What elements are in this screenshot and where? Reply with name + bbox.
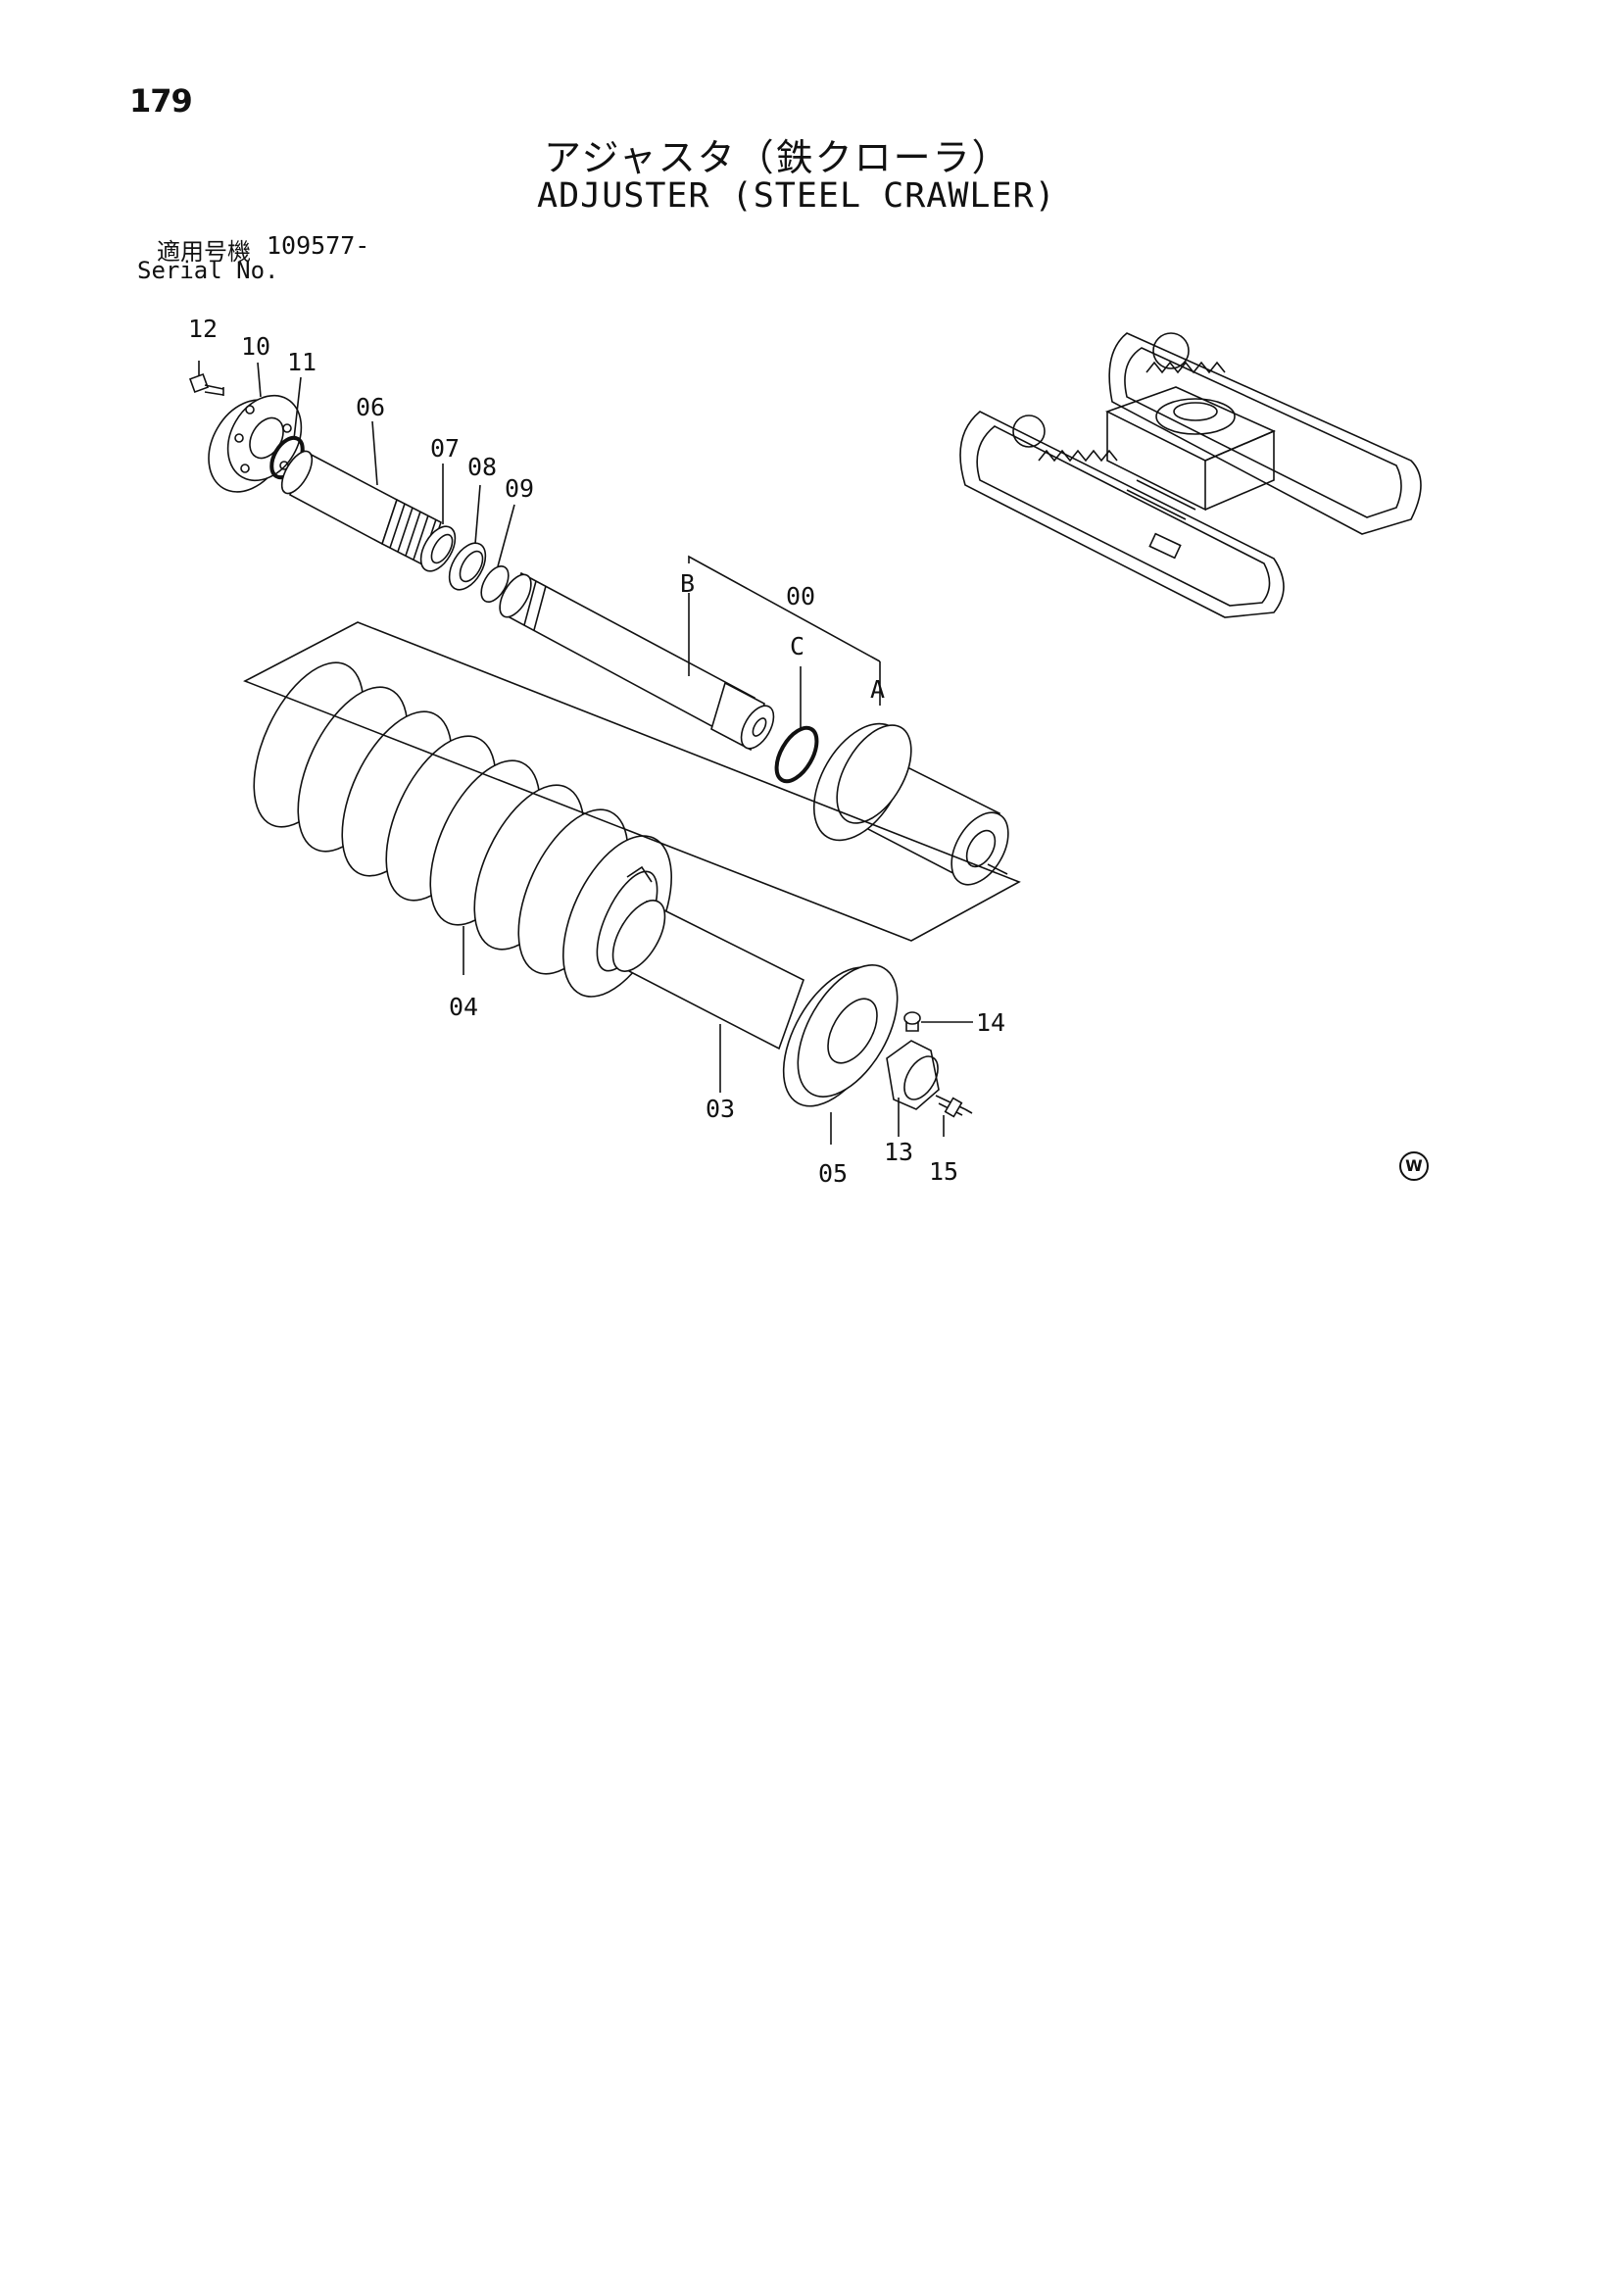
leader-lines bbox=[198, 361, 973, 1145]
callout-labels: 12 10 11 06 07 08 09 B 00 C A 04 14 03 1… bbox=[188, 315, 1005, 1188]
part-06-rod bbox=[280, 449, 442, 568]
label-b: B bbox=[680, 569, 695, 598]
part-c-o-ring bbox=[774, 725, 819, 784]
page-title-japanese: アジャスタ（鉄クローラ） bbox=[544, 136, 1011, 179]
part-05-plate bbox=[782, 964, 899, 1107]
label-a: A bbox=[870, 675, 885, 704]
machine-overview-illustration bbox=[959, 332, 1422, 618]
label-04: 04 bbox=[449, 993, 478, 1021]
part-07-seal bbox=[419, 525, 457, 572]
part-04-spring bbox=[253, 661, 672, 998]
label-15: 15 bbox=[929, 1157, 958, 1186]
part-03-guide-rod bbox=[611, 900, 804, 1050]
page-number: 179 bbox=[129, 82, 193, 120]
label-09: 09 bbox=[505, 474, 534, 503]
label-00: 00 bbox=[786, 582, 815, 611]
serial-label-japanese: 適用号機 bbox=[157, 238, 251, 266]
label-10: 10 bbox=[241, 332, 270, 361]
label-07: 07 bbox=[430, 434, 460, 463]
label-14: 14 bbox=[976, 1008, 1005, 1037]
part-09-snap-ring bbox=[480, 565, 510, 603]
label-11: 11 bbox=[287, 348, 317, 376]
part-14-plug bbox=[903, 1011, 921, 1032]
part-13-nut bbox=[886, 1040, 940, 1110]
part-15-grease-fitting bbox=[935, 1095, 973, 1118]
w-mark-symbol: W bbox=[1399, 1151, 1429, 1181]
page-title-english: ADJUSTER (STEEL CRAWLER) bbox=[537, 176, 1056, 216]
part-a-cylinder-body bbox=[812, 722, 1009, 886]
label-03: 03 bbox=[706, 1095, 735, 1123]
assembly-boundary bbox=[243, 621, 1021, 942]
group-00-bracket bbox=[688, 555, 881, 730]
serial-number-value: 109577- bbox=[267, 231, 370, 260]
label-05: 05 bbox=[818, 1159, 848, 1188]
label-06: 06 bbox=[356, 393, 385, 421]
serial-label-english: Serial No. bbox=[137, 257, 279, 284]
label-13: 13 bbox=[884, 1138, 913, 1166]
part-08-ring bbox=[448, 542, 487, 591]
label-c: C bbox=[790, 632, 804, 660]
label-08: 08 bbox=[467, 453, 497, 481]
part-b-cylinder bbox=[499, 571, 775, 752]
part-10-flange bbox=[208, 394, 303, 493]
part-12-bolt bbox=[189, 373, 224, 396]
label-12: 12 bbox=[188, 315, 218, 343]
